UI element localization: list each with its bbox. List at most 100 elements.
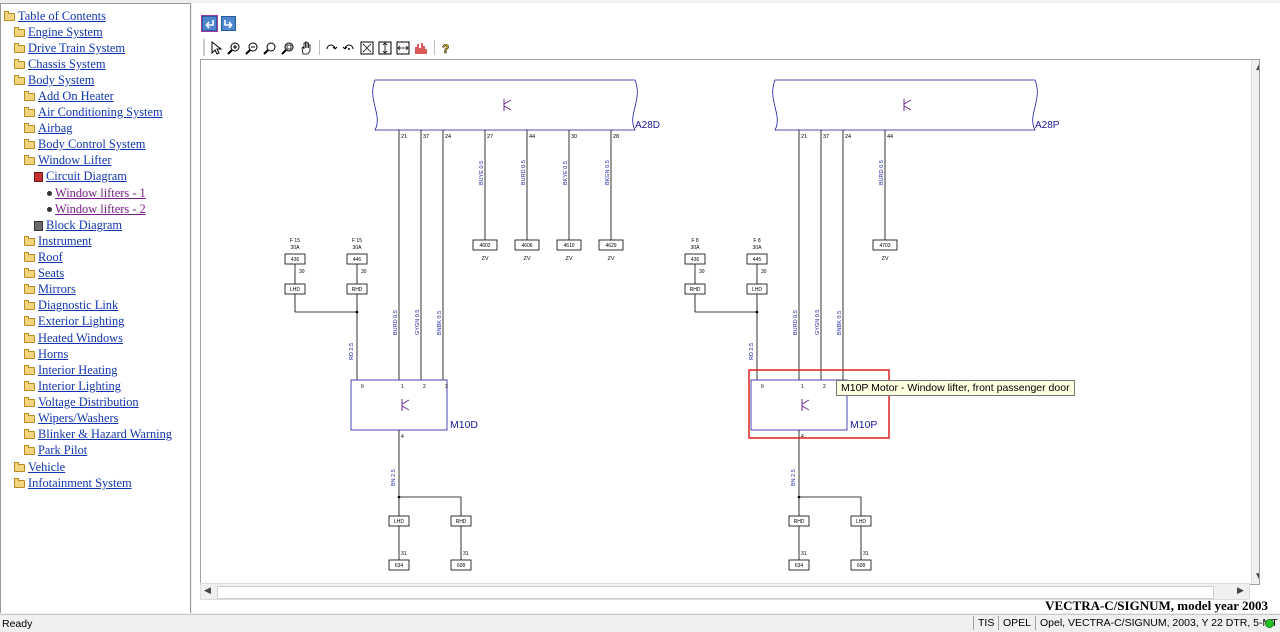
ground-box-label: 608: [857, 563, 866, 569]
tree-item-table-of-contents[interactable]: Table of Contents: [4, 9, 106, 24]
zoom-area-tool[interactable]: [280, 40, 296, 56]
wire-color-label: BURD 0.5: [393, 310, 399, 335]
scroll-down-icon[interactable]: ▼: [1256, 572, 1259, 582]
motor-box: [350, 379, 448, 431]
bullet-icon: [47, 191, 52, 196]
toolbar-separator: [319, 40, 320, 55]
fit-height-tool[interactable]: [377, 40, 393, 56]
open-folder-icon: [14, 74, 25, 85]
tree-item-roof[interactable]: Roof: [24, 250, 63, 265]
tree-item-drive-train-system[interactable]: Drive Train System: [14, 41, 125, 56]
variant-box-label: RHD: [352, 287, 363, 293]
tree-item-airbag[interactable]: Airbag: [24, 121, 72, 136]
status-pane-app: TIS: [973, 616, 998, 630]
motor-pin-label: 6: [761, 384, 764, 390]
terminal-box: [472, 239, 498, 251]
tree-item-blinker-hazard[interactable]: Blinker & Hazard Warning: [24, 427, 172, 442]
ground-box-label: 608: [457, 563, 466, 569]
horizontal-scrollbar[interactable]: ◀ ▶: [200, 583, 1250, 600]
tree-item-chassis-system[interactable]: Chassis System: [14, 57, 105, 72]
tree-item-voltage-distribution[interactable]: Voltage Distribution: [24, 395, 139, 410]
rotate-right-tool[interactable]: [341, 40, 357, 56]
tree-item-circuit-diagram[interactable]: Circuit Diagram: [34, 169, 127, 184]
tree-item-window-lifter[interactable]: Window Lifter: [24, 153, 111, 168]
tree-item-add-on-heater[interactable]: Add On Heater: [24, 89, 114, 104]
folder-icon: [24, 444, 35, 455]
tree-item-block-diagram[interactable]: Block Diagram: [34, 218, 122, 233]
fit-page-tool[interactable]: [359, 40, 375, 56]
fit-width-tool[interactable]: [395, 40, 411, 56]
zoom-in-tool[interactable]: [226, 40, 242, 56]
tree-item-body-system[interactable]: Body System: [14, 73, 94, 88]
tree-item-horns[interactable]: Horns: [24, 347, 68, 362]
table-of-contents-tree[interactable]: Table of Contents Engine System Drive Tr…: [0, 3, 191, 613]
folder-icon: [24, 106, 35, 117]
zv-label: ZV: [565, 256, 572, 262]
connector-pin-label: 37: [823, 134, 829, 140]
folder-icon: [24, 299, 35, 310]
ground-wire-label: BN 2.5: [791, 469, 797, 486]
diagram-toolbar: ?: [203, 39, 456, 56]
folder-icon: [24, 283, 35, 294]
ground-pin: 31: [863, 551, 869, 557]
scroll-right-icon[interactable]: ▶: [1237, 586, 1244, 596]
wire-color-label: GYGN 0.5: [415, 310, 421, 335]
tree-item-diagnostic-link[interactable]: Diagnostic Link: [24, 298, 118, 313]
motor-label: M10P: [850, 419, 877, 431]
motor-symbol: [801, 399, 810, 411]
tree-item-interior-lighting[interactable]: Interior Lighting: [24, 379, 121, 394]
wire-color-label: BKGN 0.5: [605, 160, 611, 185]
variant-box-label: RHD: [690, 287, 701, 293]
rotate-left-tool[interactable]: [323, 40, 339, 56]
tree-item-heated-windows[interactable]: Heated Windows: [24, 331, 123, 346]
tree-item-instrument[interactable]: Instrument: [24, 234, 92, 249]
status-text: Ready: [2, 618, 33, 630]
scroll-up-icon[interactable]: ▲: [1256, 62, 1259, 72]
zoom-icon: [263, 42, 276, 55]
status-pane-brand: OPEL: [998, 616, 1035, 630]
variant-box-label: RHD: [794, 519, 805, 525]
tree-item-mirrors[interactable]: Mirrors: [24, 282, 76, 297]
vertical-scrollbar[interactable]: ▲ ▼: [1251, 60, 1259, 584]
tree-item-infotainment[interactable]: Infotainment System: [14, 476, 132, 491]
variant-box-label: LHD: [752, 287, 762, 293]
help-tool[interactable]: ?: [438, 40, 454, 56]
tree-item-park-pilot[interactable]: Park Pilot: [24, 443, 87, 458]
zoom-out-tool[interactable]: [244, 40, 260, 56]
highlight-tool[interactable]: [413, 40, 429, 56]
tree-item-wipers-washers[interactable]: Wipers/Washers: [24, 411, 118, 426]
connector-pin-label: 21: [401, 134, 407, 140]
motor-pin-label: 2: [823, 384, 826, 390]
variant-box-label: LHD: [290, 287, 300, 293]
open-book-icon: [34, 171, 43, 182]
ground-box-label: 634: [795, 563, 804, 569]
folder-icon: [24, 251, 35, 262]
tree-item-interior-heating[interactable]: Interior Heating: [24, 363, 117, 378]
wire-color-label: BKYE 0.5: [563, 161, 569, 185]
tree-item-exterior-lighting[interactable]: Exterior Lighting: [24, 314, 124, 329]
pointer-tool[interactable]: [208, 40, 224, 56]
fuse-box-label: 436: [291, 257, 300, 263]
connector-label: A28D: [635, 120, 660, 131]
tree-item-vehicle[interactable]: Vehicle: [14, 460, 65, 475]
wire-color-label: BNBK 0.5: [437, 311, 443, 335]
tree-item-window-lifters-1[interactable]: Window lifters - 1: [44, 186, 146, 201]
fit-page-icon: [360, 41, 374, 54]
tree-item-body-control-system[interactable]: Body Control System: [24, 137, 145, 152]
tree-item-engine-system[interactable]: Engine System: [14, 25, 103, 40]
tree-item-window-lifters-2[interactable]: Window lifters - 2: [44, 202, 146, 217]
scroll-left-icon[interactable]: ◀: [204, 586, 211, 596]
zoom-tool[interactable]: [262, 40, 278, 56]
fuse-pin: 30: [299, 269, 305, 275]
back-button[interactable]: [201, 15, 218, 32]
tree-item-air-conditioning[interactable]: Air Conditioning System: [24, 105, 163, 120]
tree-item-seats[interactable]: Seats: [24, 266, 64, 281]
pan-tool[interactable]: [298, 40, 314, 56]
folder-icon: [14, 42, 25, 53]
terminal-box-label: 4629: [605, 243, 616, 249]
fuse-rating: 30A: [691, 245, 701, 251]
forward-button[interactable]: [221, 16, 236, 31]
horizontal-scroll-thumb[interactable]: [217, 586, 1214, 599]
motor-pin-label: 1: [801, 384, 804, 390]
